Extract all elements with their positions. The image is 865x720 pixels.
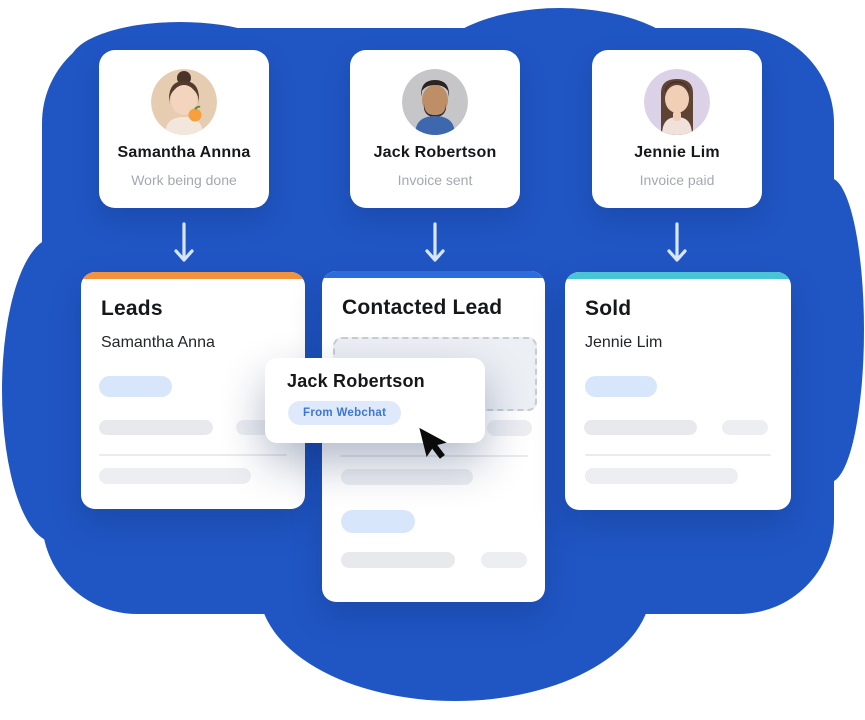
person-status: Invoice paid [639,172,715,188]
leads-accent-bar [81,272,305,279]
skeleton-pill [722,420,768,435]
skeleton-pill [99,420,213,435]
skeleton-pill [584,420,697,435]
samantha-avatar [151,69,217,135]
person-name: Jennie Lim [634,144,720,161]
divider [340,455,528,457]
column-title: Contacted Lead [342,296,503,319]
down-arrow-icon [174,222,194,262]
skeleton-pill [341,510,415,533]
contacted-accent-bar [322,271,545,278]
column-title: Leads [101,297,163,320]
divider [585,454,771,456]
skeleton-pill [585,468,738,484]
down-arrow-icon [667,222,687,262]
jack-avatar [402,69,468,135]
dragged-lead-card[interactable]: Jack Robertson From Webchat [265,358,485,443]
skeleton-pill [341,469,473,485]
column-card-name: Samantha Anna [101,334,215,351]
skeleton-pill [487,420,532,436]
person-name: Samantha Annna [117,144,251,161]
skeleton-pill [585,376,657,397]
person-name: Jack Robertson [373,144,497,161]
skeleton-pill [481,552,527,568]
person-card-jennie: Jennie Lim Invoice paid [592,50,762,208]
sold-accent-bar [565,272,791,279]
person-status: Invoice sent [397,172,473,188]
cursor-icon [419,427,447,459]
column-card-name: Jennie Lim [585,334,663,351]
person-card-jack: Jack Robertson Invoice sent [350,50,520,208]
person-card-samantha: Samantha Annna Work being done [99,50,269,208]
dragged-card-name: Jack Robertson [287,371,425,391]
column-leads: Leads Samantha Anna [81,272,305,509]
column-sold: Sold Jennie Lim [565,272,791,510]
jennie-avatar [644,69,710,135]
skeleton-pill [99,468,251,484]
person-status: Work being done [131,172,237,188]
down-arrow-icon [425,222,445,262]
divider [99,454,287,456]
skeleton-pill [341,552,455,568]
source-badge: From Webchat [288,401,402,425]
column-title: Sold [585,297,632,320]
skeleton-pill [99,376,172,397]
